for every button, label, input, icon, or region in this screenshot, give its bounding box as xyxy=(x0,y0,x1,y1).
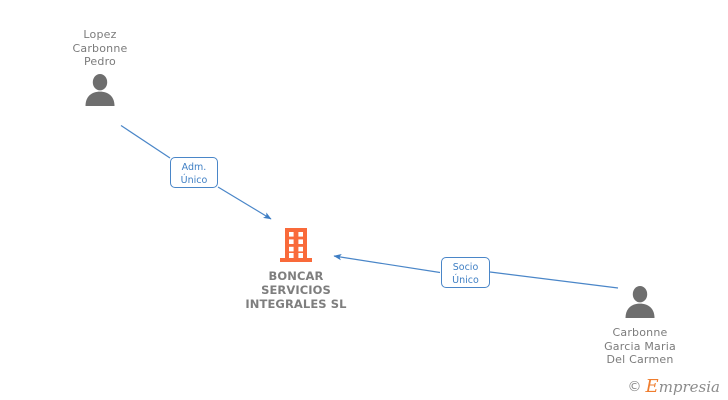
person-name-bottom-right: Carbonne Garcia Maria Del Carmen xyxy=(604,326,676,366)
edge-adm-unico-upper xyxy=(120,124,171,159)
person-node-bottom-right[interactable]: Carbonne Garcia Maria Del Carmen xyxy=(570,285,710,367)
relation-box-socio-unico[interactable]: Socio Único xyxy=(441,257,490,288)
company-node[interactable]: BONCAR SERVICIOS INTEGRALES SL xyxy=(226,228,366,311)
person-icon xyxy=(570,285,710,323)
edge-adm-unico-lower xyxy=(217,186,272,220)
relation-box-adm-unico[interactable]: Adm. Único xyxy=(170,157,218,188)
brand-name: Empresia xyxy=(646,378,720,396)
company-name: BONCAR SERVICIOS INTEGRALES SL xyxy=(245,269,347,311)
person-node-top-left[interactable]: Lopez Carbonne Pedro xyxy=(34,28,166,111)
person-icon xyxy=(34,73,166,111)
person-name-top-left: Lopez Carbonne Pedro xyxy=(72,28,128,68)
edge-socio-unico-left xyxy=(333,253,441,274)
building-icon xyxy=(226,228,366,266)
edge-socio-unico-right xyxy=(489,271,619,289)
brand-initial: E xyxy=(645,376,659,397)
watermark: © Empresia xyxy=(628,378,720,396)
brand-rest: mpresia xyxy=(658,378,720,396)
copyright-icon: © xyxy=(627,379,642,395)
